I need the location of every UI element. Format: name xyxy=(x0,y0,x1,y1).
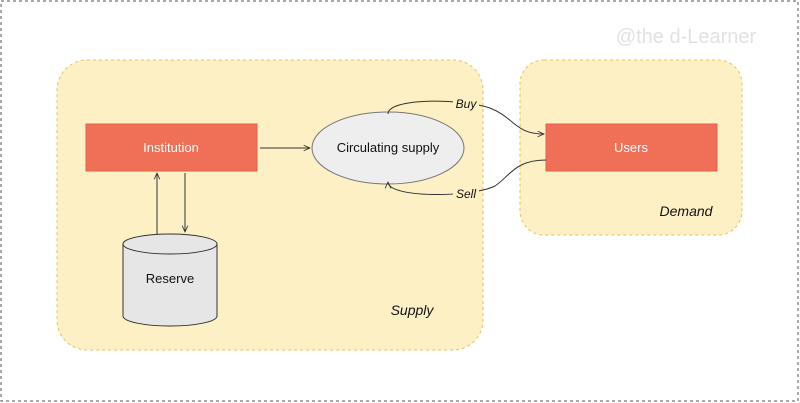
edge-sell xyxy=(388,159,547,195)
sell-label: Sell xyxy=(456,187,476,201)
users-label: Users xyxy=(614,140,648,155)
institution-label: Institution xyxy=(143,140,199,155)
reserve-label: Reserve xyxy=(146,271,194,286)
buy-label-bg xyxy=(453,96,479,112)
reserve-cylinder-body xyxy=(122,244,218,327)
sell-label-bg xyxy=(453,186,479,202)
demand-group-label: Demand xyxy=(660,203,714,219)
edge-buy xyxy=(387,100,544,134)
supply-group-label: Supply xyxy=(391,302,435,318)
reserve-node xyxy=(122,233,218,327)
users-node xyxy=(545,123,718,172)
buy-label: Buy xyxy=(456,97,478,111)
circulating-supply-label: Circulating supply xyxy=(337,140,440,155)
watermark-text: @the d-Learner xyxy=(616,26,757,48)
reserve-cylinder-top xyxy=(122,233,218,255)
institution-node xyxy=(85,123,258,172)
